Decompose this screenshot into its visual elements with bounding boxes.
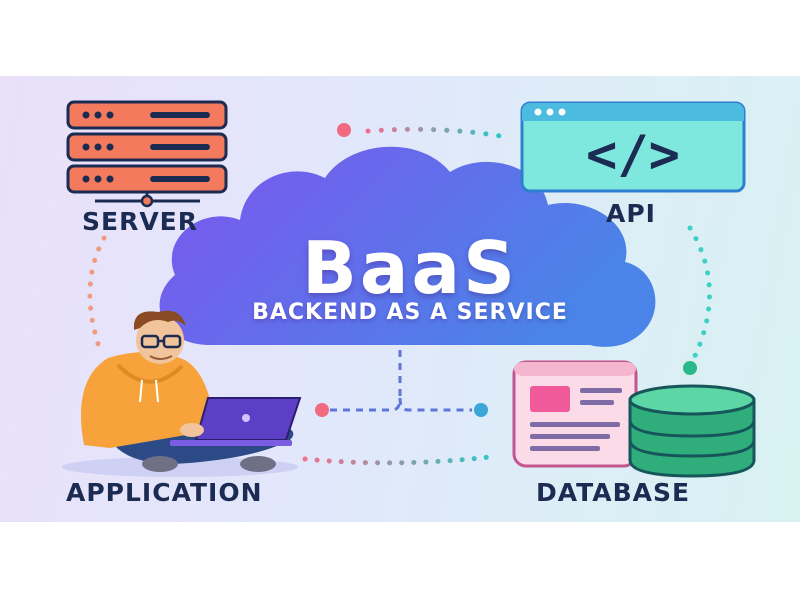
server-rack-icon <box>66 100 228 208</box>
application-label: APPLICATION <box>66 478 263 507</box>
api-label: API <box>606 199 656 228</box>
baas-title: BaaS <box>302 226 518 310</box>
cloud-shape <box>159 146 656 347</box>
code-window-icon: </> <box>520 101 746 193</box>
baas-subtitle: BACKEND AS A SERVICE <box>252 300 568 325</box>
database-label: DATABASE <box>536 478 691 507</box>
code-glyph: </> <box>586 125 680 185</box>
developer-with-laptop-illustration <box>62 310 302 477</box>
diagram-canvas: </> <box>62 100 756 478</box>
connector-endpoint <box>315 403 329 417</box>
connector-application-database <box>302 453 501 466</box>
connector-endpoint <box>474 403 488 417</box>
connector-server-application <box>87 235 107 353</box>
connector-endpoint <box>683 361 697 375</box>
connector-server-api <box>337 123 503 139</box>
connector-cloud-branch <box>315 350 488 417</box>
database-cylinder-icon <box>512 360 756 478</box>
server-label: SERVER <box>82 207 199 236</box>
connector-endpoint <box>337 123 351 137</box>
baas-diagram: </> <box>0 76 800 522</box>
connector-api-database <box>683 225 712 375</box>
